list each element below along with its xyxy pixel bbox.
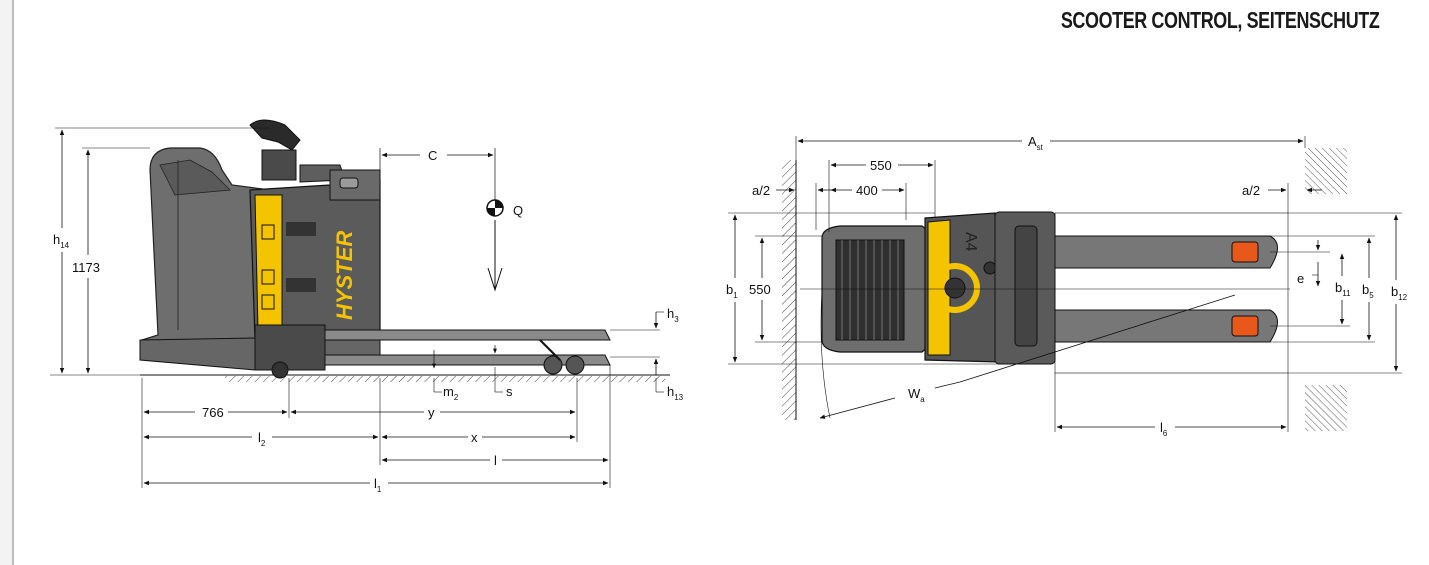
label-Wa: Wa (908, 386, 925, 404)
label-b5: b5 (1362, 282, 1374, 300)
model-badge: A4 (962, 232, 979, 252)
pallet-block-top (1305, 148, 1347, 194)
label-b12: b12 (1391, 284, 1408, 302)
operator-backrest (141, 147, 276, 356)
label-1173: 1173 (72, 260, 100, 275)
wall-hatch-left (782, 160, 796, 420)
label-x: x (471, 430, 478, 445)
label-s: s (506, 384, 513, 399)
label-C: C (428, 148, 437, 163)
label-a2-left: a/2 (752, 183, 770, 198)
side-view: HYSTER Q C h14 1173 (50, 119, 684, 494)
label-l: l (494, 453, 497, 468)
label-m2: m2 (443, 384, 459, 402)
load-roller-upper (1231, 241, 1259, 263)
label-b11: b11 (1335, 280, 1351, 298)
label-b1: b1 (726, 282, 738, 300)
label-h3: h3 (667, 306, 679, 324)
label-400: 400 (856, 183, 878, 198)
page-margin-bar (0, 0, 14, 565)
ground-hatch (225, 376, 665, 382)
load-roller-lower (1231, 315, 1259, 337)
brand-logo: HYSTER (332, 231, 357, 320)
label-a2-right: a/2 (1242, 183, 1260, 198)
yellow-panel (254, 194, 283, 331)
top-fork-upper (1054, 235, 1278, 269)
label-550-side: 550 (749, 282, 771, 297)
top-view: A4 Ast 550 400 a/2 (726, 134, 1408, 438)
label-e: e (1297, 271, 1304, 286)
scooter-control-handle (249, 119, 301, 151)
label-l6: l6 (1160, 420, 1168, 438)
label-h14: h14 (53, 232, 70, 250)
label-766: 766 (202, 405, 224, 420)
label-Ast: Ast (1028, 134, 1044, 152)
fork-upper (324, 329, 611, 341)
page-heading: SCOOTER CONTROL, SEITENSCHUTZ (1060, 7, 1379, 33)
label-l2: l2 (258, 430, 266, 448)
label-550-top: 550 (870, 158, 892, 173)
label-l1: l1 (374, 476, 382, 494)
label-h13: h13 (667, 384, 684, 402)
label-y: y (428, 405, 435, 420)
pallet-block-bottom (1305, 385, 1347, 431)
label-Q: Q (513, 203, 523, 218)
